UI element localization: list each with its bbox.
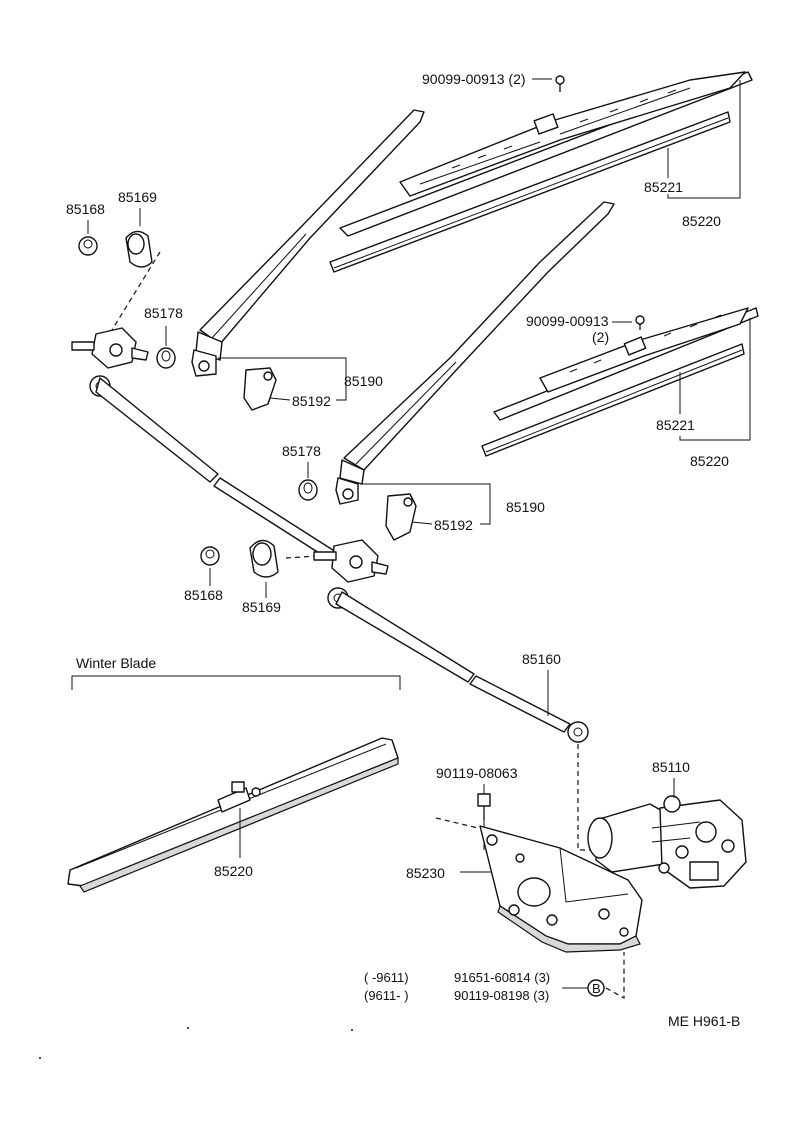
upper-arm-spacer [243,367,277,411]
label-bushing-mid: 85178 [282,443,321,459]
middle-wiper-blade [493,307,759,421]
label-blade-mid: 85220 [690,453,729,469]
pivot-cap-mid [200,546,220,566]
middle-blade-screw [635,315,645,330]
label-link: 85160 [522,651,561,667]
label-screw-mid-2: (2) [592,329,609,345]
wiper-motor [587,795,747,889]
label-cover-left: 85169 [118,189,157,205]
bushing-mid [298,479,318,501]
label-bolt-row1-part: 91651-60814 (3) [454,970,550,985]
label-blade-rubber-mid: 85221 [656,417,695,433]
label-motor: 85110 [652,759,690,775]
motor-bolt [477,793,491,820]
bushing-top [156,347,176,369]
label-blade-rubber-top: 85221 [644,179,683,195]
label-bracket: 85230 [406,865,445,881]
label-bolt-row2-range: (9611- ) [364,988,409,1003]
label-bushing-top: 85178 [144,305,183,321]
label-blade-top: 85220 [682,213,721,229]
label-bolt-row1-range: ( -9611) [364,970,409,985]
label-cap-left: 85168 [66,201,105,217]
link-rod-lower [335,591,589,743]
label-cap-mid: 85168 [184,587,223,603]
label-spacer-mid: 85192 [434,517,473,533]
middle-wiper-arm [335,201,615,505]
upper-blade-screw [555,75,565,92]
upper-wiper-blade [339,71,753,237]
label-winter-blade-part: 85220 [214,863,253,879]
figure-code: ME H961-B [668,1013,740,1029]
label-bolt-row2-part: 90119-08198 (3) [454,988,549,1003]
pivot-cover-mid [249,539,279,578]
pivot-cap-left [78,236,98,256]
winter-blade [67,737,399,893]
pivot-cover-left [125,230,153,268]
upper-wiper-arm [191,109,425,377]
middle-blade-rubber [481,343,745,457]
label-screw-top: 90099-00913 (2) [422,71,526,87]
label-arm-mid: 85190 [506,499,545,515]
winter-blade-bracket [71,675,401,690]
label-screw-mid-1: 90099-00913 [526,313,609,329]
upper-blade-rubber [329,111,731,273]
middle-arm-spacer [385,493,417,541]
label-cover-mid: 85169 [242,599,281,615]
bolt-glyph: B [592,981,601,996]
motor-bracket [479,825,643,953]
bracket-bolt-icon: B [587,979,605,997]
label-arm-top: 85190 [344,373,383,389]
label-spacer-top: 85192 [292,393,331,409]
label-bolt-motor: 90119-08063 [436,765,518,781]
winter-blade-title: Winter Blade [76,655,156,671]
